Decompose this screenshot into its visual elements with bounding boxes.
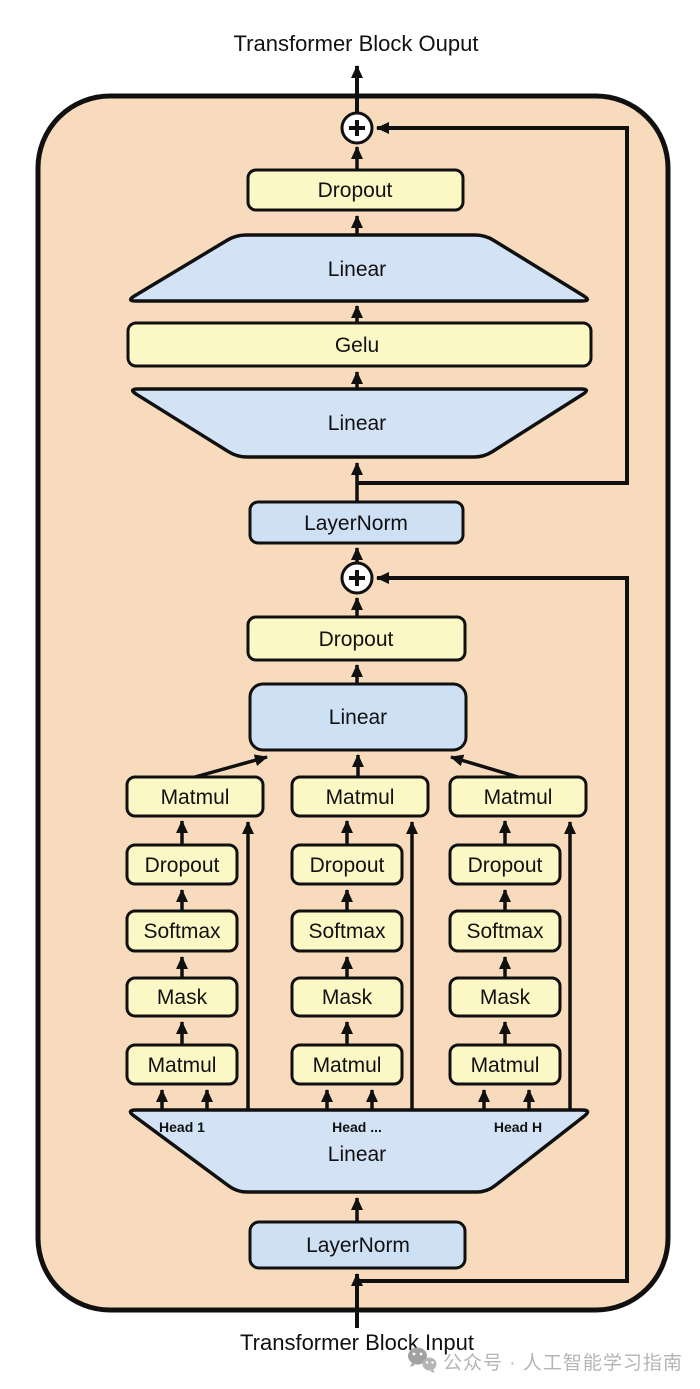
h3-matmul-top-box bbox=[448, 775, 588, 818]
h1-dropout-label: Dropout bbox=[145, 854, 220, 877]
plus-icon bbox=[349, 570, 365, 586]
bubble-eye bbox=[419, 1352, 423, 1356]
h2-mask-label: Mask bbox=[322, 986, 373, 1009]
h2-dropout-label: Dropout bbox=[310, 854, 385, 877]
h3-mask-box bbox=[448, 976, 562, 1018]
residual-line-attention bbox=[357, 572, 629, 1283]
plus-icon bbox=[349, 120, 365, 136]
head-column-1: Matmul Dropout Softmax Mask Matmul bbox=[125, 775, 265, 1086]
attn-multihead-linear-label: Linear bbox=[328, 1143, 386, 1166]
attn-multihead-linear-trapezoid bbox=[128, 1108, 590, 1194]
h3-softmax-label: Softmax bbox=[466, 920, 544, 943]
arrow-head3-to-linear bbox=[450, 754, 519, 779]
bubble-eye bbox=[425, 1361, 429, 1364]
attn-layernorm-box bbox=[248, 1220, 467, 1270]
residual-add-2 bbox=[340, 561, 374, 595]
h1-mask-box bbox=[125, 976, 239, 1018]
mlp-layernorm-box bbox=[248, 500, 465, 545]
arrow-head1-to-linear bbox=[194, 754, 268, 779]
h3-dropout-label: Dropout bbox=[468, 854, 543, 877]
h2-matmul-bottom-box bbox=[290, 1043, 404, 1086]
output-title: Transformer Block Ouput bbox=[234, 31, 479, 56]
head-column-3: Matmul Dropout Softmax Mask Matmul bbox=[448, 775, 588, 1086]
mlp-linear-down-trapezoid bbox=[130, 387, 589, 459]
h3-matmul-top-label: Matmul bbox=[484, 786, 553, 809]
attn-dropout-label: Dropout bbox=[319, 628, 394, 651]
connector-arrows bbox=[156, 65, 629, 1328]
attention-section: Dropout Linear Matmul Dropout Softmax Ma… bbox=[125, 615, 590, 1270]
attn-layernorm-label: LayerNorm bbox=[306, 1234, 410, 1257]
h2-matmul-bottom-label: Matmul bbox=[313, 1054, 382, 1077]
h1-matmul-bottom-box bbox=[125, 1043, 239, 1086]
mlp-linear-down-label: Linear bbox=[328, 412, 386, 435]
head1-label: Head 1 bbox=[159, 1119, 205, 1135]
h1-matmul-top-box bbox=[125, 775, 265, 818]
residual-line-mlp bbox=[357, 122, 629, 485]
h1-dropout-box bbox=[125, 843, 239, 886]
h1-mask-label: Mask bbox=[157, 986, 208, 1009]
mlp-layernorm-label: LayerNorm bbox=[304, 512, 408, 535]
h1-softmax-label: Softmax bbox=[143, 920, 221, 943]
head-column-2: Matmul Dropout Softmax Mask Matmul bbox=[290, 775, 430, 1086]
attn-output-linear-box bbox=[248, 682, 468, 752]
mlp-gelu-label: Gelu bbox=[335, 334, 379, 357]
wechat-bubble-large bbox=[408, 1347, 427, 1367]
mlp-gelu-box bbox=[126, 321, 593, 368]
h1-softmax-box bbox=[125, 909, 239, 953]
wechat-bubble-small bbox=[422, 1357, 437, 1373]
mlp-dropout-box bbox=[246, 168, 465, 212]
h2-dropout-box bbox=[290, 843, 404, 886]
mlp-dropout-label: Dropout bbox=[318, 179, 393, 202]
mlp-section: Dropout Linear Gelu Linear LayerNorm bbox=[126, 168, 593, 545]
h2-softmax-label: Softmax bbox=[308, 920, 386, 943]
residual-add-1 bbox=[340, 111, 374, 145]
bubble-eye bbox=[412, 1352, 416, 1356]
watermark-text: 公众号 · 人工智能学习指南 bbox=[443, 1352, 683, 1374]
h2-matmul-top-label: Matmul bbox=[326, 786, 395, 809]
h1-matmul-top-label: Matmul bbox=[161, 786, 230, 809]
watermark: 公众号 · 人工智能学习指南 bbox=[408, 1347, 683, 1374]
mlp-linear-up-trapezoid bbox=[128, 233, 590, 303]
h2-softmax-box bbox=[290, 909, 404, 953]
wechat-bubbles-icon bbox=[408, 1347, 437, 1373]
h3-dropout-box bbox=[448, 843, 562, 886]
bubble-eye bbox=[431, 1361, 434, 1364]
h3-mask-label: Mask bbox=[480, 986, 531, 1009]
attn-dropout-box bbox=[246, 615, 467, 662]
h1-matmul-bottom-label: Matmul bbox=[148, 1054, 217, 1077]
input-title: Transformer Block Input bbox=[240, 1330, 474, 1355]
h3-softmax-box bbox=[448, 909, 562, 953]
mlp-linear-up-label: Linear bbox=[328, 258, 386, 281]
h3-matmul-bottom-box bbox=[448, 1043, 562, 1086]
head-ellipsis-label: Head ... bbox=[332, 1119, 382, 1135]
attn-output-linear-label: Linear bbox=[329, 706, 387, 729]
h2-matmul-top-box bbox=[290, 775, 430, 818]
h2-mask-box bbox=[290, 976, 404, 1018]
h3-matmul-bottom-label: Matmul bbox=[471, 1054, 540, 1077]
headH-label: Head H bbox=[494, 1119, 542, 1135]
